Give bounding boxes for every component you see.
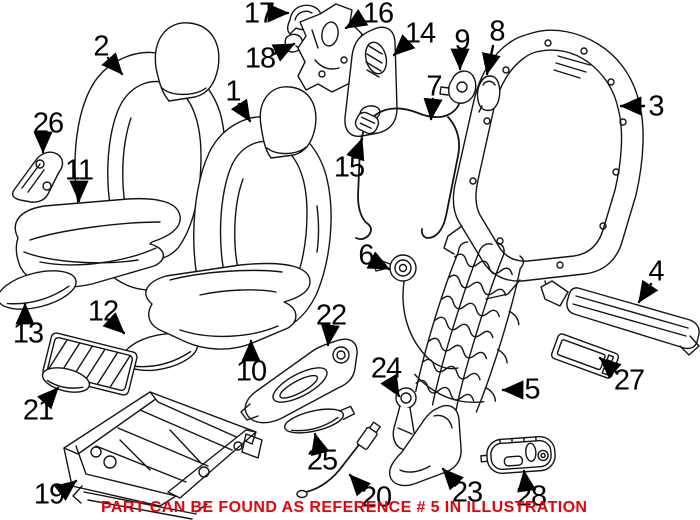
callout-label-11: 11 (64, 154, 94, 187)
callout-label-3: 3 (648, 90, 664, 123)
callout-label-17: 17 (243, 0, 275, 30)
callout-label-13: 13 (12, 317, 44, 350)
callout-label-18: 18 (244, 42, 276, 75)
callout-label-2: 2 (93, 30, 109, 63)
arrow-12 (102, 312, 126, 335)
callout-label-25: 25 (306, 444, 338, 477)
callout-label-12: 12 (87, 295, 119, 328)
callout-label-15: 15 (333, 151, 365, 184)
callout-label-8: 8 (489, 15, 505, 48)
arrow-16 (344, 9, 369, 30)
part-27-control-module (550, 333, 620, 379)
part-3-backrest-frame (443, 29, 644, 300)
callout-arrows (15, 3, 659, 502)
arrow-27 (598, 356, 622, 379)
callout-label-24: 24 (370, 352, 402, 385)
arrow-8 (481, 44, 501, 76)
arrow-1 (230, 98, 252, 123)
part-13-cushion-pad (0, 270, 77, 310)
callout-label-7: 7 (426, 70, 442, 103)
part-7-wiring-harness (355, 97, 461, 241)
part-25-trim-strip (283, 405, 356, 434)
arrow-14 (392, 34, 416, 57)
arrow-6 (366, 251, 391, 271)
part-15-clip (354, 111, 380, 135)
callout-label-10: 10 (235, 355, 267, 388)
callout-label-4: 4 (648, 255, 664, 288)
callout-label-22: 22 (315, 299, 347, 332)
part-22-recliner-side-plate (240, 338, 358, 424)
callout-label-5: 5 (524, 373, 540, 406)
arrow-28 (517, 469, 537, 493)
callout-label-26: 26 (32, 107, 64, 140)
reference-note: PART CAN BE FOUND AS REFERENCE # 5 IN IL… (101, 499, 588, 516)
arrow-21 (37, 386, 60, 410)
arrow-25 (310, 432, 330, 457)
part-14-side-trim (344, 26, 398, 137)
arrow-20 (348, 473, 371, 497)
callout-label-14: 14 (404, 17, 436, 50)
part-26-hinge-bracket (11, 151, 64, 203)
callout-label-21: 21 (22, 394, 54, 427)
part-28-seat-switch-panel (480, 435, 556, 475)
callout-label-6: 6 (358, 239, 374, 272)
part-23-outer-trim-shell (388, 404, 462, 487)
callout-label-19: 19 (33, 478, 65, 511)
arrow-18 (271, 42, 296, 62)
arrow-4 (637, 279, 659, 304)
callout-label-28: 28 (515, 480, 547, 513)
part-4-seat-rail (540, 280, 700, 356)
part-19-seat-base-frame (63, 391, 263, 520)
part-20-bowden-cable (296, 421, 381, 499)
arrow-24 (380, 373, 401, 398)
callout-label-20: 20 (360, 481, 392, 514)
part-8-cap (476, 75, 501, 113)
callout-label-27: 27 (613, 364, 645, 397)
part-5-lumbar-spring-mat (414, 241, 525, 413)
callout-label-16: 16 (362, 0, 394, 30)
arrow-19 (53, 479, 78, 502)
arrow-2 (101, 52, 124, 76)
part-10-seat-foam (145, 262, 311, 350)
part-9-adjuster-knob (439, 70, 477, 104)
arrow-7 (423, 97, 443, 121)
callout-label-23: 23 (451, 476, 483, 509)
callout-label-9: 9 (454, 24, 470, 57)
callout-label-1: 1 (225, 75, 241, 108)
arrow-23 (441, 467, 464, 491)
part-11-seat-cushion (14, 197, 181, 288)
arrow-15 (346, 137, 365, 162)
arrow-22 (320, 323, 340, 347)
part-21-heater-mat (41, 332, 138, 396)
